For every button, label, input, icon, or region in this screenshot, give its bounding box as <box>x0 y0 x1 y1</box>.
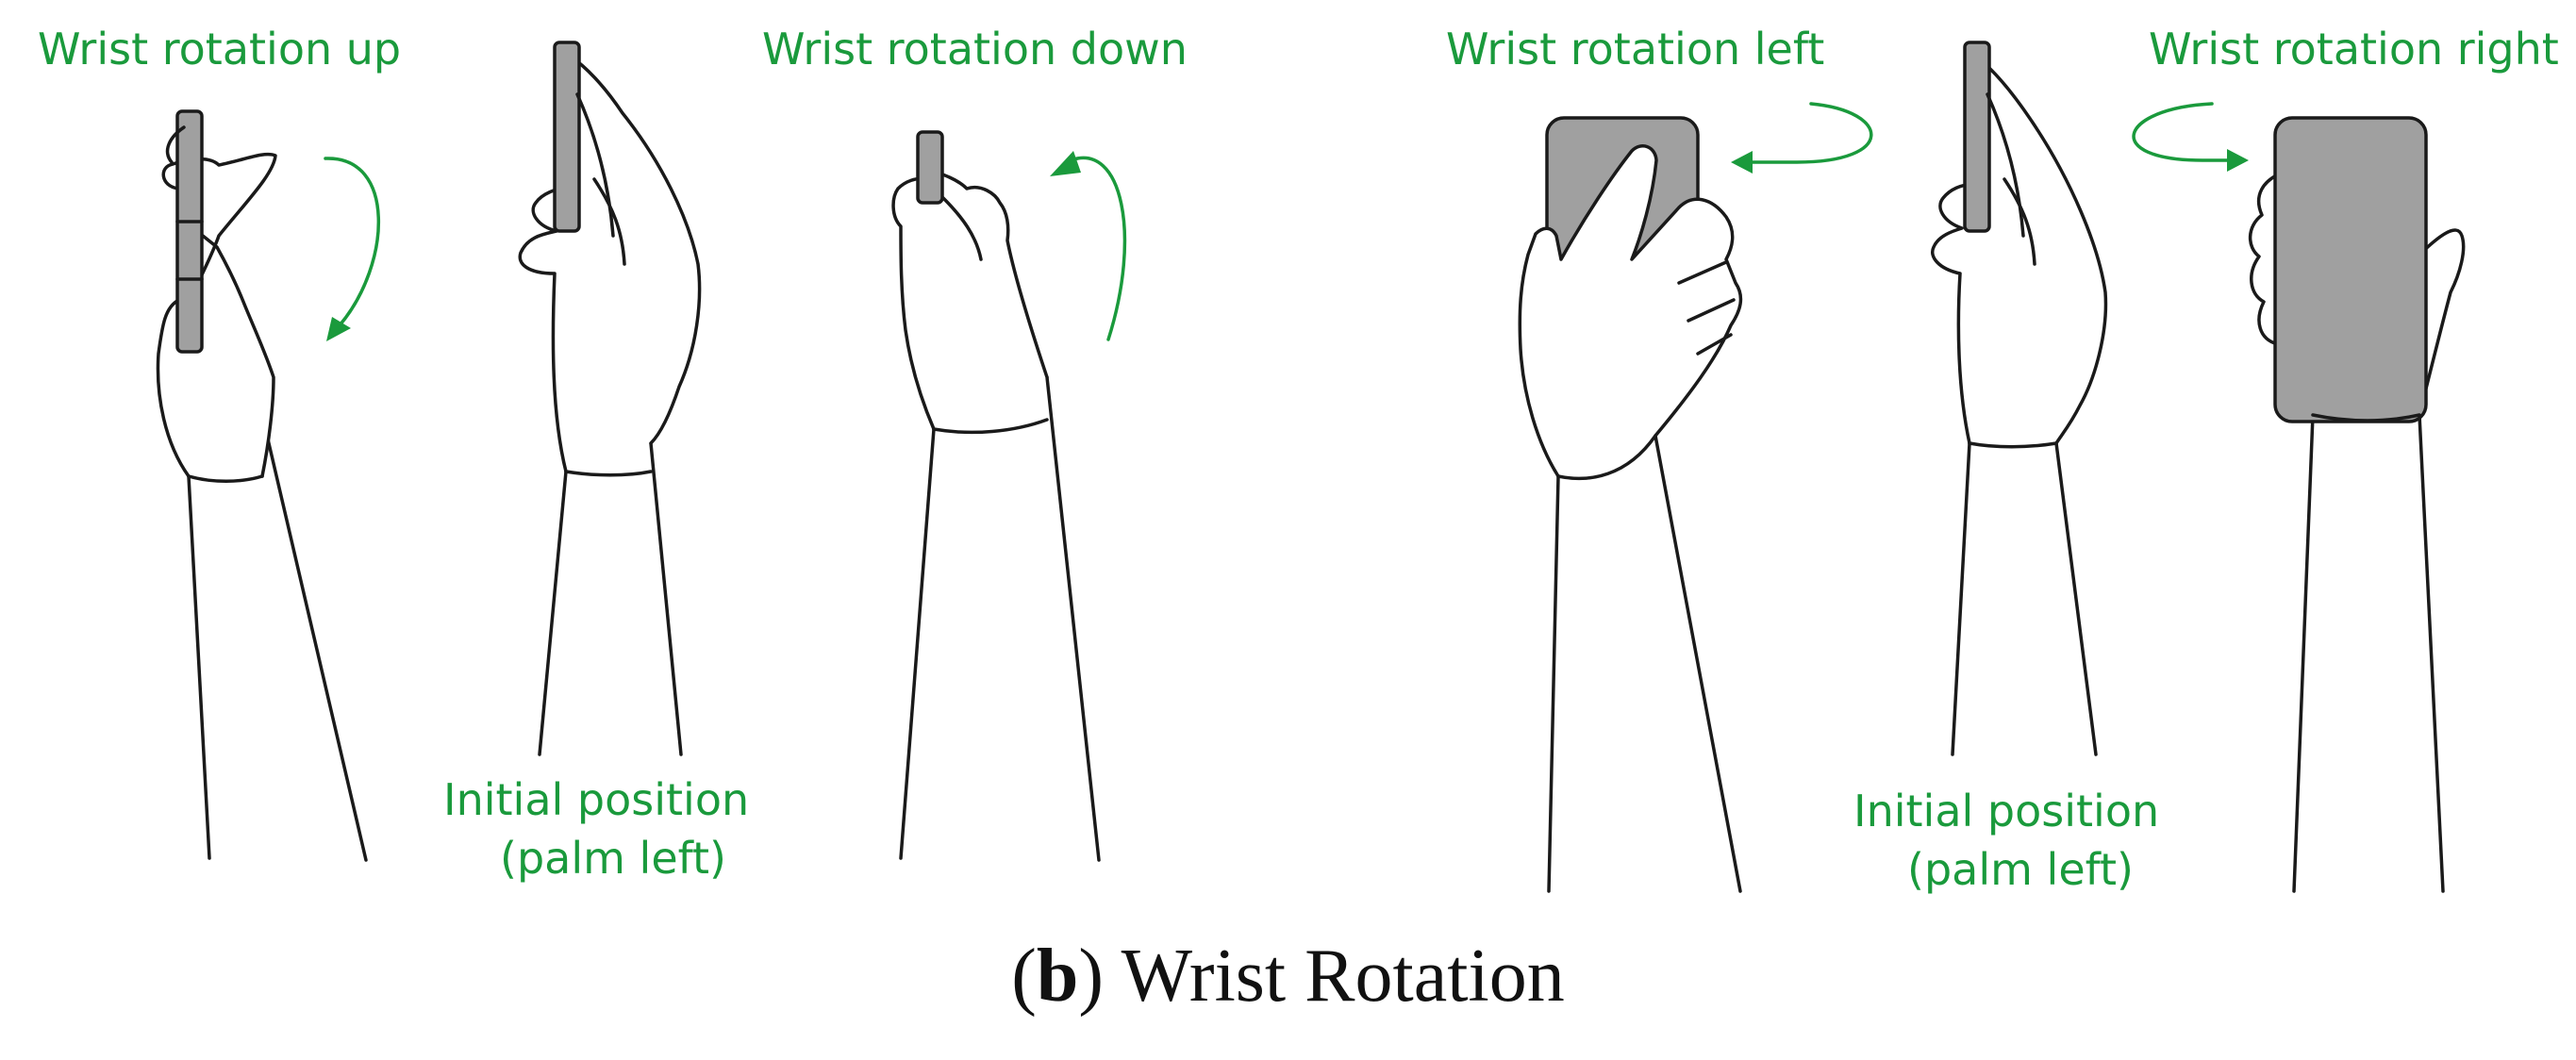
phone-front <box>2273 116 2428 423</box>
hand-rotation-right <box>2248 116 2466 893</box>
caption-paren-open: ( <box>1011 935 1037 1018</box>
hand-outline <box>156 153 277 478</box>
arrow-rotation-up <box>324 157 381 341</box>
label-initial-b-line1: Initial position <box>1853 786 2160 836</box>
arrow-rotation-down <box>1050 151 1127 341</box>
caption-title: Wrist Rotation <box>1104 935 1565 1018</box>
figure-caption: (b) Wrist Rotation <box>0 934 2576 1019</box>
label-rotation-up: Wrist rotation up <box>38 24 402 75</box>
forearm-right-line <box>260 413 368 862</box>
caption-paren-close: ) <box>1078 935 1105 1018</box>
arrow-rotation-left <box>1731 102 1873 174</box>
thumb-line <box>165 125 186 164</box>
hand-outline <box>1931 55 2108 445</box>
hand-rotation-up <box>156 109 368 862</box>
hand-initial-b <box>1931 41 2108 756</box>
label-initial-b-line2: (palm left) <box>1907 844 2134 895</box>
hand-outline <box>891 168 1049 431</box>
hand-rotation-down <box>891 130 1101 862</box>
label-rotation-left: Wrist rotation left <box>1446 24 1825 75</box>
label-rotation-right: Wrist rotation right <box>2149 24 2559 75</box>
label-initial-a-line1: Initial position <box>443 774 750 825</box>
phone-edge <box>175 109 204 354</box>
phone-edge <box>916 130 944 205</box>
arrow-rotation-right <box>2132 102 2249 172</box>
hand-outline <box>518 55 702 473</box>
label-initial-a-line2: (palm left) <box>500 833 726 884</box>
wrist-crease <box>187 474 264 483</box>
phone-edge <box>553 41 581 233</box>
hand-outline <box>1518 144 1743 478</box>
phone-edge <box>1963 41 1991 233</box>
wrist-crease <box>564 470 653 477</box>
forearm-left-line <box>187 474 211 860</box>
hand-rotation-left <box>1518 116 1743 893</box>
hand-initial-a <box>518 41 702 756</box>
label-rotation-down: Wrist rotation down <box>762 24 1188 75</box>
caption-letter: b <box>1036 935 1079 1018</box>
